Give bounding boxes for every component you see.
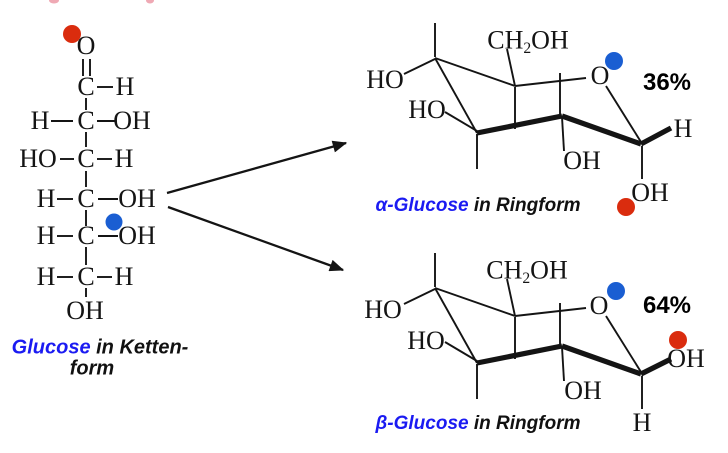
chain-caption: Glucose in Ketten-: [12, 337, 189, 360]
chain-caption-line2: form: [69, 357, 115, 380]
red-marker-dot: [669, 331, 687, 349]
chain-caption-name: Glucose: [11, 336, 91, 359]
atom-label: OH: [631, 178, 669, 207]
atom-label: OH: [118, 184, 156, 213]
atom-label: H: [30, 106, 50, 135]
chain-structure-bonds: [51, 59, 118, 297]
atom-label: H: [114, 262, 134, 291]
red-marker-dot: [63, 25, 81, 43]
atom-label: C: [77, 262, 95, 291]
atom-label: CH: [487, 25, 524, 55]
chain-caption-rest: in Ketten-: [90, 336, 189, 359]
atom-label: C: [77, 184, 95, 213]
beta-ring-bonds: [403, 253, 673, 409]
subscript: 2: [523, 39, 532, 57]
atom-label-ch2oh: CH2OH: [487, 25, 569, 57]
ring-oxygen-label: O: [590, 61, 610, 90]
atom-label: OH: [118, 221, 156, 250]
atom-label: H: [36, 184, 56, 213]
atom-label: OH: [531, 25, 569, 55]
atom-label: H: [114, 144, 134, 173]
cropped-text-artifact: [49, 0, 154, 4]
atom-label: OH: [113, 106, 151, 135]
beta-caption-rest: in Ringform: [468, 413, 581, 434]
atom-label: C: [77, 72, 95, 101]
alpha-caption-name: α-Glucose: [375, 195, 469, 216]
beta-percent: 64%: [642, 292, 692, 319]
atom-label: HO: [364, 295, 402, 324]
atom-label: OH: [667, 344, 705, 373]
ring-oxygen-label: O: [589, 291, 609, 320]
atom-label: C: [77, 221, 95, 250]
blue-marker-dot: [605, 52, 623, 70]
atom-label: CH: [486, 255, 523, 285]
alpha-caption-rest: in Ringform: [468, 195, 581, 216]
reaction-arrows: [166, 140, 348, 272]
atom-label: H: [36, 221, 56, 250]
blue-marker-dot: [607, 282, 625, 300]
atom-label: HO: [407, 326, 445, 355]
subscript: 2: [522, 269, 531, 287]
atom-label-ch2oh: CH2OH: [486, 255, 568, 287]
atom-label: C: [77, 144, 95, 173]
beta-caption-name: β-Glucose: [375, 413, 469, 434]
beta-caption: β-Glucose in Ringform: [376, 413, 581, 435]
alpha-caption: α-Glucose in Ringform: [376, 195, 581, 217]
atom-label: H: [632, 408, 652, 437]
atom-label: OH: [563, 146, 601, 175]
atom-label: C: [77, 106, 95, 135]
atom-label: OH: [564, 376, 602, 405]
atom-label: HO: [408, 95, 446, 124]
red-marker-dot: [617, 198, 635, 216]
alpha-percent: 36%: [642, 69, 692, 96]
reaction-arrow-lower: [167, 205, 345, 272]
atom-label: OH: [66, 296, 104, 325]
blue-marker-dot: [105, 213, 123, 231]
reaction-arrow-upper: [166, 140, 348, 195]
alpha-ring-bonds: [403, 23, 673, 179]
atom-label: H: [36, 262, 56, 291]
atom-label: H: [673, 114, 693, 143]
atom-label: OH: [530, 255, 568, 285]
atom-label: HO: [366, 65, 404, 94]
atom-label: H: [115, 72, 135, 101]
atom-label: O: [76, 31, 96, 60]
atom-label: HO: [19, 144, 57, 173]
